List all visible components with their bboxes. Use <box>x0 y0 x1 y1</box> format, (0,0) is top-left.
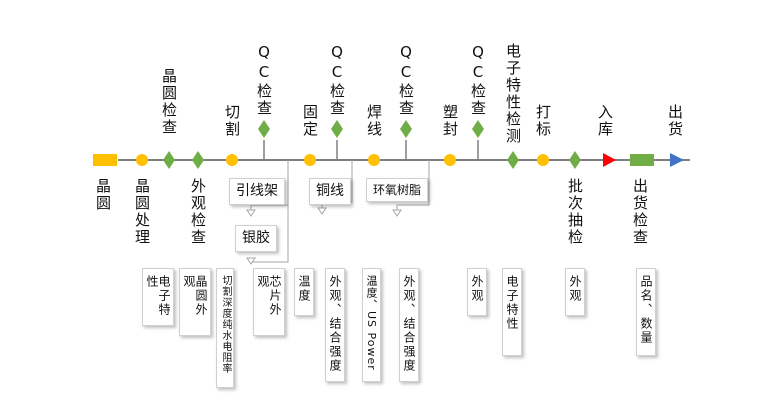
label-qc2: QC检查 <box>328 43 346 117</box>
note-appearance-bond-2: 外观、结合强度 <box>399 268 419 382</box>
silver-glue-feed-arrow <box>246 257 256 265</box>
qc3-diamond <box>400 120 412 138</box>
material-silver-glue: 银胶 <box>235 225 277 252</box>
label-ship: 出货 <box>666 104 684 138</box>
qc2-diamond <box>331 120 343 138</box>
note-temp-us-power: 温度、US Power <box>362 268 381 382</box>
elec-test-diamond <box>507 151 519 169</box>
note-appearance-1: 外观 <box>467 268 487 316</box>
copper-wire-feed-arrow <box>317 207 327 215</box>
label-ship-check: 出货检查 <box>631 178 649 246</box>
label-elec-test: 电子特性检测 <box>504 43 522 145</box>
note-appearance-2: 外观 <box>565 268 585 316</box>
label-wafer: 晶圆 <box>94 178 112 212</box>
qc4-diamond <box>472 120 484 138</box>
ship-check-node <box>630 154 654 166</box>
material-copper-wire: 铜线 <box>309 178 351 205</box>
silver-glue-connector <box>251 205 289 263</box>
label-fix: 固定 <box>301 104 319 138</box>
note-wafer-appearance: 晶圆外观 <box>179 268 211 336</box>
note-appearance-bond-1: 外观、结合强度 <box>325 268 345 382</box>
label-wafer-check: 晶圆检查 <box>160 68 178 136</box>
label-mold: 塑封 <box>441 104 459 138</box>
lead-frame-connector <box>250 160 289 212</box>
label-cut: 切割 <box>223 104 241 138</box>
epoxy-feed-arrow <box>392 209 402 217</box>
mark-node <box>537 154 549 166</box>
qc1-diamond <box>258 120 270 138</box>
label-sample-check: 批次抽检 <box>566 178 584 246</box>
ship-end-triangle <box>670 153 684 167</box>
note-cut-depth: 切割深度纯水电阻率 <box>216 268 234 388</box>
label-qc4: QC检查 <box>469 43 487 117</box>
note-elec-property-2: 电子特性 <box>502 268 522 356</box>
lead-frame-feed-arrow <box>246 209 256 217</box>
note-name-quantity: 品名、数量 <box>636 268 656 356</box>
material-epoxy: 环氧树脂 <box>366 178 429 203</box>
label-wafer-process: 晶圆处理 <box>133 178 151 246</box>
material-lead-frame: 引线架 <box>229 178 285 205</box>
wafer-process-node <box>136 154 148 166</box>
sample-check-diamond <box>569 151 581 169</box>
mold-node <box>444 154 456 166</box>
weld-node <box>368 154 380 166</box>
label-mark: 打标 <box>534 104 552 138</box>
stock-in-triangle <box>603 153 616 167</box>
epoxy-connector <box>396 160 430 212</box>
note-elec-property-1: 电子特性 <box>142 268 174 326</box>
wafer-check-diamond <box>163 151 175 169</box>
note-temperature: 温度 <box>294 268 314 316</box>
cut-node <box>226 154 238 166</box>
label-visual-check: 外观检查 <box>189 178 207 246</box>
label-qc3: QC检查 <box>397 43 415 117</box>
label-qc1: QC检查 <box>255 43 273 117</box>
wafer-start-node <box>93 154 117 166</box>
label-weld: 焊线 <box>365 104 383 138</box>
visual-check-diamond <box>192 151 204 169</box>
note-chip-appearance: 芯片外观 <box>253 268 285 336</box>
fix-node <box>304 154 316 166</box>
label-stock-in: 入库 <box>596 104 614 138</box>
